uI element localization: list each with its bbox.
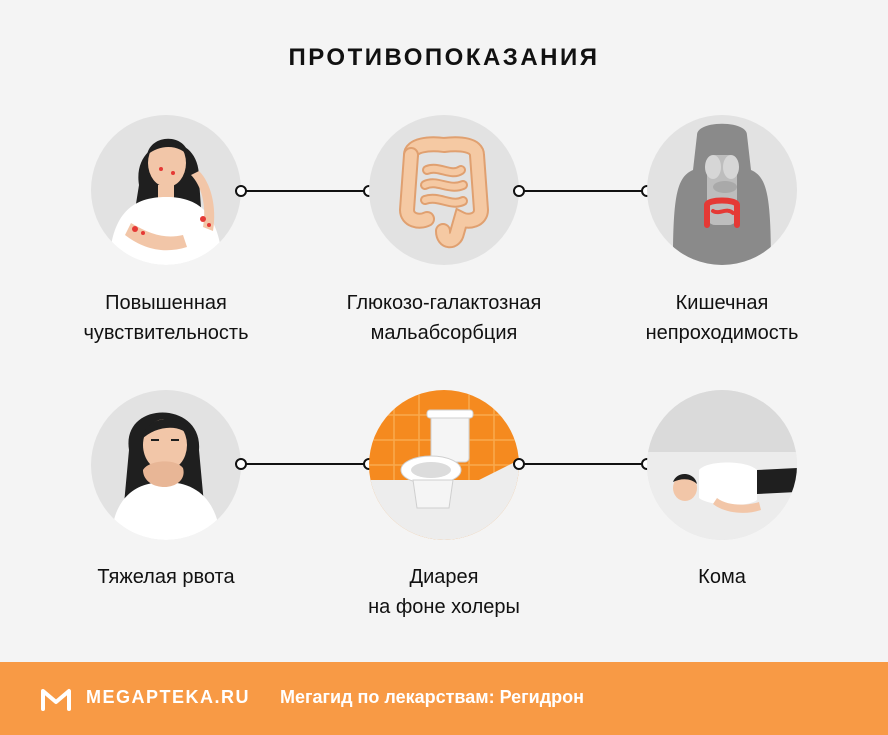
connector-1 xyxy=(235,185,375,197)
footer-tagline: Мегагид по лекарствам: Регидрон xyxy=(280,687,584,707)
connector-4 xyxy=(513,458,653,470)
allergic-woman-icon xyxy=(109,138,223,265)
label-malabsorption: Глюкозо-галактозная мальабсорбция xyxy=(304,288,584,348)
connector-2 xyxy=(513,185,653,197)
label-line: Тяжелая рвота xyxy=(97,566,235,588)
label-coma: Кома xyxy=(582,562,862,592)
intestines-circle xyxy=(369,115,519,265)
label-line: Глюкозо-галактозная xyxy=(346,292,542,314)
body-organs-icon xyxy=(673,123,771,265)
coma-circle xyxy=(647,390,797,540)
label-diarrhea: Диарея на фоне холеры xyxy=(304,562,584,622)
footer-bar: MEGAPTEKA.RU Мегагид по лекарствам: Реги… xyxy=(0,662,888,735)
label-line: Повышенная xyxy=(105,292,227,314)
toilet-circle xyxy=(369,390,519,540)
lying-person-icon xyxy=(647,390,797,540)
label-line: непроходимость xyxy=(645,322,799,344)
label-line: чувствительность xyxy=(83,322,249,344)
label-line: мальабсорбция xyxy=(370,322,518,344)
label-sensitivity: Повышенная чувствительность xyxy=(26,288,306,348)
body-organs-circle xyxy=(647,115,797,265)
megapteka-logo-icon xyxy=(41,689,71,711)
intestines-icon xyxy=(398,136,490,249)
label-line: Кома xyxy=(698,566,746,588)
page-title: ПРОТИВОПОКАЗАНИЯ xyxy=(288,44,600,71)
footer-brand[interactable]: MEGAPTEKA.RU xyxy=(86,687,251,707)
connector-3 xyxy=(235,458,375,470)
label-line: Кишечная xyxy=(675,292,769,314)
label-line: на фоне холеры xyxy=(368,596,520,618)
label-obstruction: Кишечная непроходимость xyxy=(582,288,862,348)
allergy-circle xyxy=(91,115,241,265)
toilet-icon xyxy=(369,390,519,540)
nauseous-woman-icon xyxy=(111,412,221,540)
vomit-circle xyxy=(91,390,241,540)
label-line: Диарея xyxy=(409,566,479,588)
label-vomit: Тяжелая рвота xyxy=(26,562,306,592)
